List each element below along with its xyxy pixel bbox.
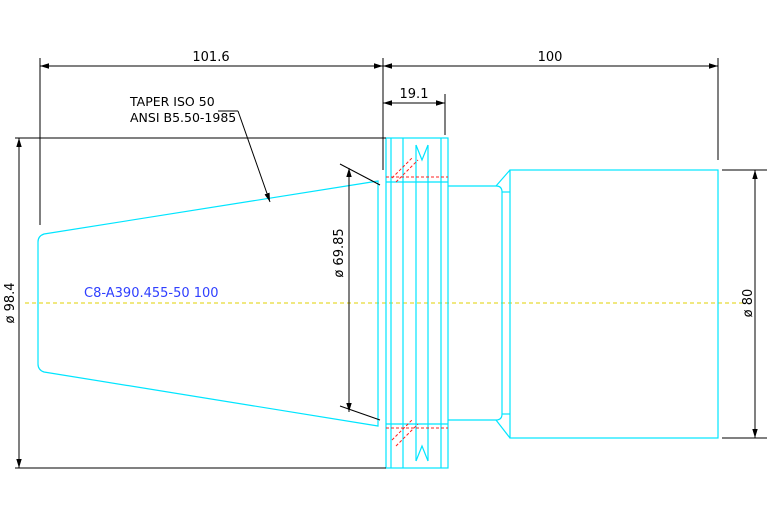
- svg-text:ø 69.85: ø 69.85: [332, 228, 347, 277]
- part-number-label: C8-A390.455-50 100: [84, 286, 219, 301]
- taper-note: TAPER ISO 50 ANSI B5.50-1985: [129, 94, 271, 203]
- dimension-flange-width: 19.1: [383, 87, 445, 106]
- hatch-top: [386, 157, 448, 183]
- svg-text:TAPER ISO 50: TAPER ISO 50: [129, 94, 215, 109]
- svg-text:19.1: 19.1: [400, 87, 429, 102]
- dimension-shank-diameter: ø 80: [722, 169, 767, 439]
- svg-text:ø 98.4: ø 98.4: [3, 282, 18, 323]
- dimension-taper-diameter: ø 69.85: [332, 163, 381, 421]
- svg-text:100: 100: [538, 50, 563, 65]
- dimension-overall-diameter: ø 98.4: [3, 137, 386, 469]
- svg-text:ANSI B5.50-1985: ANSI B5.50-1985: [130, 110, 236, 125]
- hatch-bottom: [386, 419, 448, 447]
- dimension-flange-length: 101.6: [40, 50, 383, 69]
- svg-text:ø 80: ø 80: [741, 289, 756, 318]
- toolholder-outline: [37, 137, 719, 469]
- dimension-shank-length: 100: [383, 50, 718, 69]
- svg-text:101.6: 101.6: [192, 50, 229, 65]
